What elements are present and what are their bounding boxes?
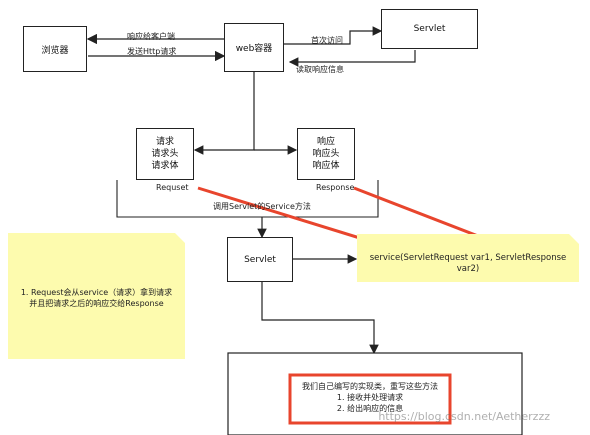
arrow-first-visit	[283, 26, 383, 45]
left-note-text: 1. Request会从service（请求）拿到请求 并且把请求之后的响应交给…	[14, 287, 179, 309]
left-sticky-note: 1. Request会从service（请求）拿到请求 并且把请求之后的响应交给…	[8, 233, 185, 359]
servlet-top-label: Servlet	[413, 24, 446, 34]
response-box: 响应 响应头 响应体	[297, 128, 355, 180]
label-call-service: 调用Servlet的Service方法	[213, 202, 311, 211]
label-first-visit: 首次访问	[311, 36, 343, 45]
arrow-read-response	[288, 50, 416, 67]
label-send-http-request: 发送Http请求	[127, 47, 177, 56]
arrow-to-request-box	[193, 96, 255, 155]
browser-node: 浏览器	[23, 26, 87, 72]
arrow-servlet-to-impl	[261, 282, 379, 355]
signature-text: service(ServletRequest var1, ServletResp…	[369, 253, 567, 274]
response-title: 响应	[316, 137, 335, 147]
label-response-to-client: 响应给客户端	[127, 32, 175, 41]
label-request: Requset	[156, 183, 189, 192]
servlet-top-node: Servlet	[381, 9, 478, 49]
implementation-title: 我们自己编写的实现类，重写这些方法	[302, 382, 438, 391]
implementation-text: 我们自己编写的实现类，重写这些方法 1. 接收并处理请求 2. 给出响应的信息	[292, 381, 448, 414]
request-body: 请求体	[151, 161, 179, 171]
implementation-item-1: 1. 接收并处理请求	[336, 393, 404, 402]
response-body: 响应体	[312, 161, 340, 171]
request-header: 请求头	[151, 149, 179, 159]
label-read-response: 读取响应信息	[296, 65, 344, 74]
request-title: 请求	[155, 137, 174, 147]
browser-label: 浏览器	[41, 45, 69, 56]
implementation-highlight	[288, 373, 452, 425]
web-container-label: web容器	[235, 44, 273, 54]
left-note-line-2: 并且把请求之后的响应交给Response	[29, 299, 164, 308]
request-box: 请求 请求头 请求体	[136, 128, 194, 180]
label-response: Response	[316, 183, 355, 192]
implementation-item-2: 2. 给出响应的信息	[336, 404, 404, 413]
servlet-mid-node: Servlet	[227, 237, 293, 282]
signature-note: service(ServletRequest var1, ServletResp…	[357, 234, 579, 282]
left-note-line-1: 1. Request会从service（请求）拿到请求	[20, 288, 173, 297]
web-container-node: web容器	[224, 23, 284, 72]
watermark: https://blog.csdn.net/Aetherzzz	[378, 410, 550, 423]
line-request-frame	[116, 180, 262, 218]
line-response-frame	[262, 180, 379, 218]
servlet-mid-label: Servlet	[244, 254, 276, 265]
response-header: 响应头	[312, 149, 340, 159]
